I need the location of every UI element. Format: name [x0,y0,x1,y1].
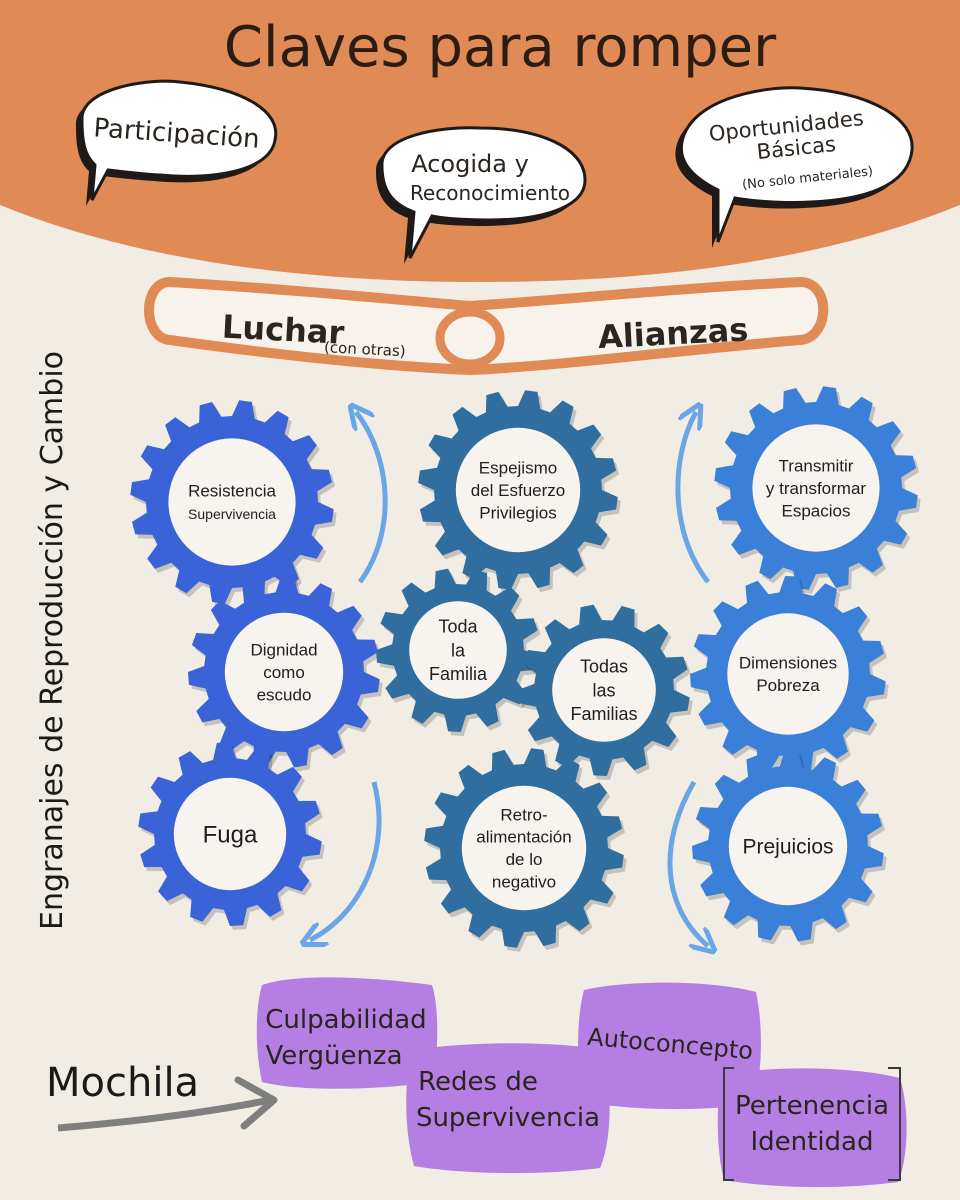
bar-right-main: Alianzas [597,310,749,356]
mochila-arrow-icon [57,1096,271,1132]
bubble-text-acogida-line1: Acogida y [411,150,529,178]
arrow-down-left-icon [310,781,382,940]
gear-label-resistencia-1: Supervivencia [188,506,276,522]
gear-label-transmitir-0: Transmitir [779,457,854,476]
mochila-section: Culpabilidad Vergüenza Redes de Superviv… [46,977,907,1188]
gear-label-espejismo-1: del Esfuerzo [471,481,566,500]
gear-label-toda-la-familia-2: Familia [429,664,488,684]
gear-label-toda-la-familia-0: Toda [438,617,478,637]
gear-label-dignidad-1: como [263,663,305,682]
gear-label-todas-las-familias-1: las [592,680,615,700]
mochila-block-culpabilidad [256,977,438,1089]
mochila-arrowhead-icon [234,1076,278,1130]
gear-dignidad: Dignidad como escudo [188,576,383,772]
gear-center [173,777,287,891]
speech-bubble-oportunidades: Oportunidades Básicas (No solo materiale… [675,86,914,248]
mochila-culpabilidad-line2: Vergüenza [265,1041,402,1071]
gear-center [461,785,587,911]
arrow-down-right-icon [667,780,708,946]
gear-prejuicios: Prejuicios [692,750,887,946]
mochila-redes-line1: Redes de [418,1067,538,1097]
gear-retroalimentacion: Retro-alimentación de lo negativo [424,748,627,952]
gear-label-retroalimentacion-3: negativo [492,873,556,892]
mochila-redes-line2: Supervivencia [416,1103,600,1133]
mochila-block-pertenencia [717,1068,907,1188]
gear-center [552,638,656,742]
gear-label-dignidad-2: escudo [257,685,312,704]
curved-arrows [310,412,708,946]
gear-label-toda-la-familia-1: la [451,640,466,660]
luchar-alianzas-bar: Luchar (con otras) Alianzas [144,276,829,376]
arrow-up-right-icon [675,412,710,584]
bracket-decor [723,1067,901,1181]
gear-label-transmitir-2: Espacios [782,501,851,520]
arrow-up-left-icon [356,412,388,584]
gear-center [409,601,507,699]
gear-label-dimensiones-1: Pobreza [756,676,820,695]
mochila-label: Mochila [46,1060,199,1106]
mochila-pertenencia-line1: Pertenencia [735,1091,889,1121]
gear-label-espejismo-2: Privilegios [479,503,556,522]
gear-center [727,613,849,735]
gear-label-dignidad-0: Dignidad [250,641,317,660]
gear-label-dimensiones-0: Dimensiones [739,654,837,673]
mochila-culpabilidad-line1: Culpabilidad [265,1005,426,1035]
side-label: Engranajes de Reproducción y Cambio [35,351,70,930]
gear-label-retroalimentacion-2: de lo [506,850,543,869]
gear-center [224,612,344,732]
gear-label-transmitir-1: y transformar [766,479,866,498]
speech-bubble-participacion: Participación [75,79,278,206]
gear-label-resistencia-0: Resistencia [188,482,276,501]
gear-center [168,438,296,566]
mochila-block-redes [406,1043,610,1174]
gear-label-espejismo-0: Espejismo [479,459,557,478]
mochila-block-autoconcepto [578,982,761,1110]
page-title: Claves para romper [224,15,777,80]
gear-center [455,427,581,553]
gear-fuga: Fuga [138,742,325,930]
gear-label-prejuicios-0: Prejuicios [742,835,833,858]
gear-center [728,786,848,906]
bar-left-note: (con otras) [324,338,406,360]
mochila-pertenencia-line2: Identidad [750,1127,873,1157]
gear-center [752,424,880,552]
gear-label-fuga-0: Fuga [203,821,258,848]
gear-label-todas-las-familias-2: Familias [570,704,637,724]
gear-label-retroalimentacion-0: Retro- [500,805,547,824]
gear-label-retroalimentacion-1: alimentación [476,828,571,847]
speech-bubble-acogida: Acogida y Reconocimiento [375,126,587,264]
bar-left-main: Luchar [221,308,345,352]
bubble-text-acogida-line2: Reconocimiento [410,181,570,205]
gear-label-todas-las-familias-0: Todas [580,657,628,677]
